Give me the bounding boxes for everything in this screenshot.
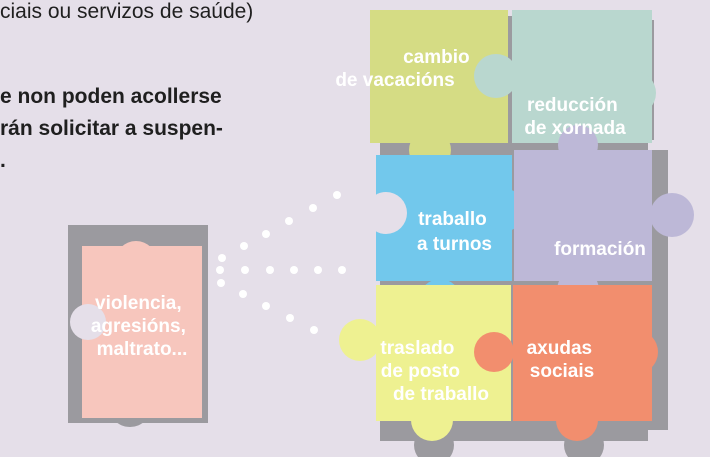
connector-dots	[216, 191, 346, 334]
cambio-label-line-1: cambio	[403, 47, 470, 68]
piece-axudas	[513, 285, 658, 441]
piece-cambio	[370, 10, 518, 171]
axudas-label-line-1: axudas	[527, 338, 592, 359]
bold-text-line-2: rán solicitar a suspen-	[0, 117, 223, 140]
traslado-label-line-1: traslado	[380, 338, 454, 359]
piece-violencia	[70, 241, 202, 418]
piece-traslado	[339, 285, 514, 441]
violencia-label-line-2: agresións,	[91, 316, 186, 337]
traballo-label-line-1: traballo	[418, 209, 487, 230]
traslado-label-line-3: de traballo	[393, 384, 489, 405]
intro-text-line: ciais ou servizos de saúde)	[0, 0, 254, 23]
piece-reduccion	[512, 10, 656, 165]
reduccion-label-line-1: reducción	[527, 95, 618, 116]
piece-formacion	[514, 150, 694, 311]
traslado-label: traslado de posto de traballo	[380, 338, 489, 405]
reduccion-label-line-2: de xornada	[524, 118, 626, 139]
bold-text-line-3: .	[0, 149, 6, 172]
violencia-label-line-3: maltrato...	[97, 339, 188, 360]
axudas-label-line-2: sociais	[530, 361, 594, 382]
cambio-label: cambio de vacacións	[335, 47, 475, 91]
traballo-label-line-2: a turnos	[417, 234, 492, 255]
violencia-label-line-1: violencia,	[95, 293, 182, 314]
reduccion-label: reducción de xornada	[524, 95, 626, 139]
axudas-label: axudas sociais	[527, 338, 598, 382]
traslado-label-line-2: de posto	[381, 361, 460, 382]
traballo-label: traballo a turnos	[417, 209, 492, 255]
bold-text-line-1: e non poden acollerse	[0, 85, 222, 108]
formacion-label-line-1: formación	[554, 239, 646, 260]
cambio-label-line-2: de vacacións	[335, 70, 454, 91]
formacion-label: formación	[554, 239, 646, 260]
violencia-label: violencia, agresións, maltrato...	[91, 293, 191, 360]
